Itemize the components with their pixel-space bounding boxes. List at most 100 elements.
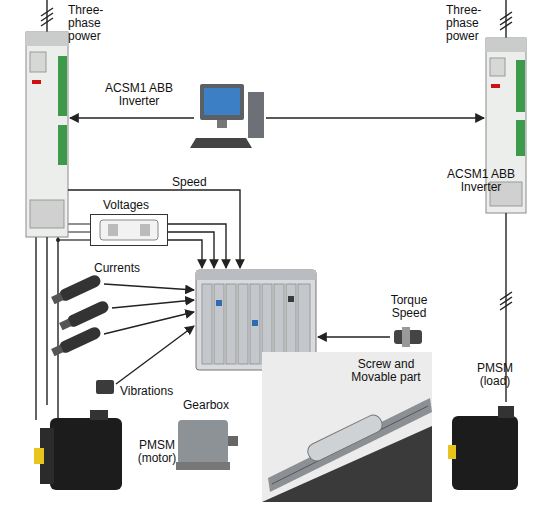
voltage-transducer <box>100 220 158 240</box>
vibration-sensor <box>96 380 114 394</box>
node-label: PMSM (load) <box>470 362 520 388</box>
power-line <box>35 237 36 420</box>
node-label: ACSM1 ABB Inverter <box>440 168 522 194</box>
power-line <box>57 237 58 420</box>
inverter-drive <box>26 32 68 237</box>
inverter-drive <box>516 60 525 112</box>
computer <box>190 138 252 148</box>
signal-arrow <box>70 117 194 118</box>
supply-label: Three-phase power <box>446 4 494 43</box>
servo-motor <box>498 406 514 418</box>
signal-arrow <box>168 232 214 268</box>
supply-label: Three-phase power <box>68 4 116 43</box>
screw-drive <box>262 352 432 502</box>
gearbox <box>178 420 228 464</box>
screw-drive: Screw and Movable part <box>262 352 432 502</box>
servo-motor <box>448 445 456 459</box>
daq-chassis <box>226 284 236 364</box>
current-clamp <box>58 299 110 332</box>
inverter-drive <box>30 52 46 72</box>
screw-drive <box>272 406 428 484</box>
daq-chassis <box>250 284 260 364</box>
voltage-transducer <box>140 224 150 236</box>
servo-motor <box>34 448 44 464</box>
computer <box>204 88 240 115</box>
servo-motor <box>34 406 518 490</box>
signal-arrow <box>168 224 226 268</box>
servo-motor <box>452 416 518 490</box>
signal-arrow <box>318 336 390 337</box>
node-label: Vibrations <box>120 385 190 398</box>
signal-arrow <box>104 284 194 290</box>
torque-sensor <box>402 327 410 347</box>
inverter-drive: ACSM1 ABB Inverter <box>26 32 68 237</box>
current-clamp <box>50 273 102 306</box>
gearbox <box>228 436 238 446</box>
node-label: Gearbox <box>176 399 236 412</box>
power-line <box>500 22 512 30</box>
signal-label: Speed <box>172 176 222 189</box>
torque-sensor: Torque Speed <box>390 326 426 348</box>
current-clamp <box>58 325 103 354</box>
inverter-drive <box>26 32 68 46</box>
voltage-tap <box>58 239 90 240</box>
power-line <box>41 18 53 26</box>
current-clamp <box>59 319 71 330</box>
inverter-drive <box>490 58 505 76</box>
inverter-drive <box>516 120 525 156</box>
signal-label: Currents <box>94 262 164 275</box>
vibration-sensor: Vibrations <box>94 378 116 396</box>
inverter-drive <box>486 38 526 52</box>
servo-motor <box>90 410 108 420</box>
current-clamp <box>51 293 63 304</box>
junction-dot <box>56 238 60 242</box>
inverter-drive <box>26 32 526 237</box>
daq-chassis <box>252 320 258 326</box>
servo-motor: PMSM (load) <box>448 402 532 504</box>
vibration-sensor <box>96 380 114 394</box>
servo-motor <box>50 418 122 490</box>
computer <box>217 120 227 128</box>
power-line <box>505 0 506 38</box>
current-clamp <box>58 273 103 302</box>
inverter-drive: ACSM1 ABB Inverter <box>486 38 526 213</box>
signal-arrow <box>68 190 240 268</box>
inverter-drive <box>491 84 500 88</box>
current-clamp <box>51 345 63 356</box>
signal-arrow <box>68 118 484 384</box>
daq-chassis <box>214 284 224 364</box>
screw-drive <box>262 352 432 502</box>
inverter-drive <box>58 56 67 116</box>
signal-arrow <box>168 240 202 268</box>
computer <box>190 84 264 148</box>
node-label: Screw and Movable part <box>344 358 428 384</box>
signal-arrow <box>116 326 194 384</box>
signal-arrow <box>112 300 194 308</box>
gearbox: Gearbox <box>172 415 236 473</box>
signal-arrow <box>266 117 484 118</box>
inverter-drive <box>32 80 41 84</box>
voltage-transducer <box>100 220 158 240</box>
node-label: ACSM1 ABB Inverter <box>98 82 180 108</box>
screw-drive <box>268 398 432 492</box>
current-clamp <box>66 299 111 328</box>
inverter-drive <box>58 125 67 165</box>
signal-arrow <box>104 312 194 334</box>
daq-chassis <box>288 296 294 302</box>
gearbox <box>176 420 238 470</box>
screw-drive <box>305 412 385 463</box>
node-label: PMSM (motor) <box>132 439 182 465</box>
node-label: Torque Speed <box>384 294 434 320</box>
inverter-drive <box>30 200 64 228</box>
torque-sensor <box>394 327 422 347</box>
voltage-box: Voltages <box>90 214 168 246</box>
node-label: Voltages <box>103 199 163 212</box>
daq-chassis <box>216 300 222 306</box>
gearbox <box>176 462 230 470</box>
daq-chassis <box>196 270 316 280</box>
computer <box>200 84 244 120</box>
daq-chassis <box>238 284 248 364</box>
